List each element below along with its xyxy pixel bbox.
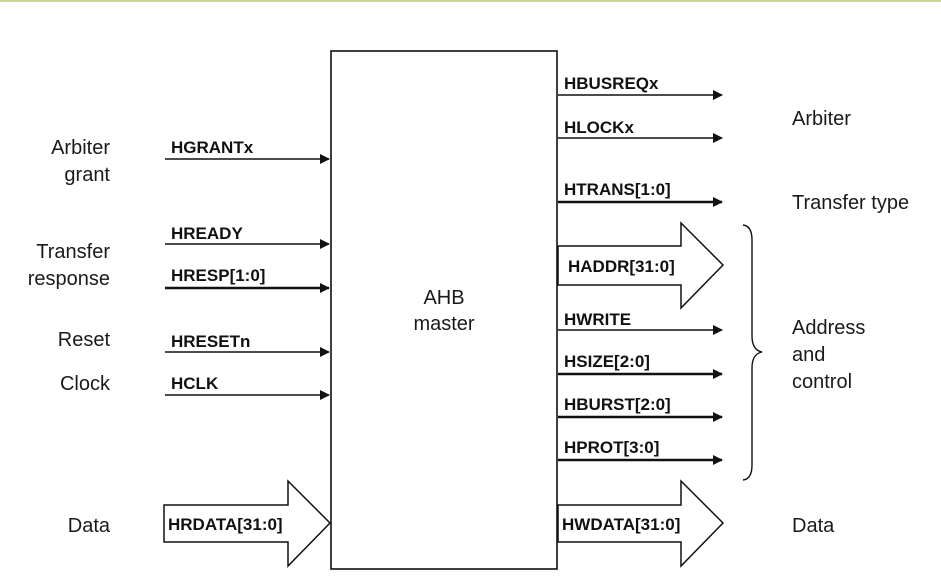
right-label-data: Data [792,515,835,537]
hrdata-label: HRDATA[31:0] [168,515,283,534]
left-label-data: Data [68,515,111,537]
haddr-label: HADDR[31:0] [568,257,675,276]
right-label-and: and [792,344,825,366]
hwrite-label: HWRITE [564,310,631,329]
address-control-brace [742,224,763,481]
top-divider [0,0,941,2]
left-label-clock: Clock [60,373,111,395]
right-label-transfer-type: Transfer type [792,192,909,214]
hsize-label: HSIZE[2:0] [564,352,650,371]
left-label-grant: grant [64,164,110,186]
hlockx-label: HLOCKx [564,118,634,137]
htrans-label: HTRANS[1:0] [564,180,671,199]
right-label-arbiter: Arbiter [792,108,851,130]
block-label-line2: master [413,313,474,335]
hprot-label: HPROT[3:0] [564,438,659,457]
hwdata-bus-arrow [557,479,725,568]
left-label-transfer: Transfer [36,241,110,263]
left-label-response: response [28,268,110,290]
left-label-reset: Reset [58,329,111,351]
left-label-arbiter: Arbiter [51,137,110,159]
hready-label: HREADY [171,224,243,243]
hgrantx-label: HGRANTx [171,138,254,157]
right-label-control: control [792,371,852,393]
hwdata-label: HWDATA[31:0] [562,515,680,534]
right-label-address: Address [792,317,865,339]
hbusreqx-label: HBUSREQx [564,74,659,93]
hrdata-bus-arrow [163,479,332,568]
hresetn-label: HRESETn [171,332,250,351]
ahb-master-block [330,50,558,570]
hresp-label: HRESP[1:0] [171,266,265,285]
hclk-label: HCLK [171,374,219,393]
hburst-label: HBURST[2:0] [564,395,671,414]
block-label-line1: AHB [423,287,464,309]
haddr-bus-arrow [557,221,725,310]
